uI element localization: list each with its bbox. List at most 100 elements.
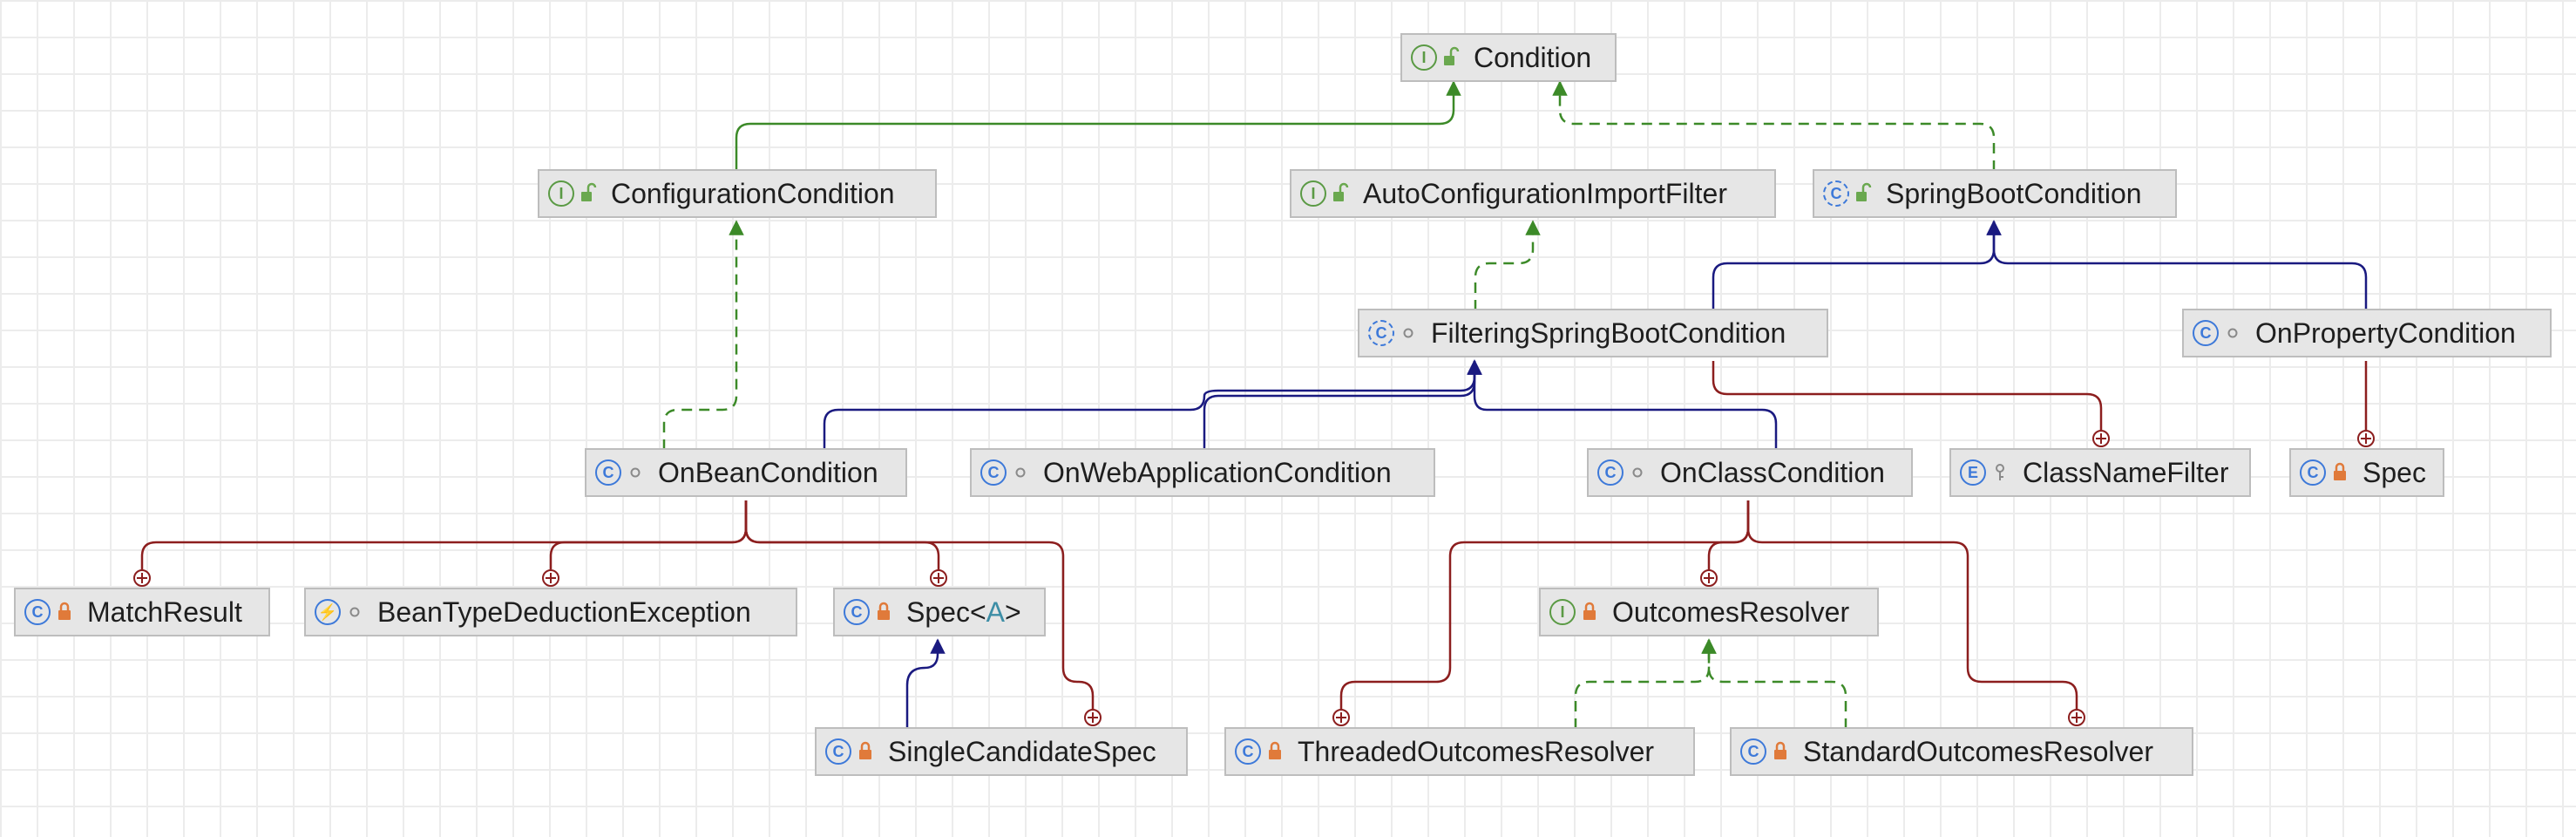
- node-spec[interactable]: C Spec: [2289, 448, 2444, 497]
- public-unlock-icon: [581, 182, 597, 201]
- class-icon: C: [2300, 459, 2326, 486]
- public-unlock-icon: [1333, 182, 1349, 201]
- inner-marker-classnamefilter: [2092, 430, 2110, 447]
- interface-icon: I: [548, 180, 574, 207]
- edge-singlecandidatespec-spec: [905, 638, 946, 729]
- edge-standardoutcomesresolver-outcomesresolver: [1701, 638, 1847, 729]
- node-label: StandardOutcomesResolver: [1803, 735, 2153, 767]
- public-unlock-icon: [1856, 182, 1872, 201]
- node-filtering-spring-boot-condition[interactable]: C FilteringSpringBootCondition: [1358, 309, 1828, 357]
- node-on-property-condition[interactable]: C OnPropertyCondition: [2182, 309, 2552, 357]
- enum-icon: E: [1960, 459, 1986, 486]
- node-condition[interactable]: I Condition: [1400, 33, 1617, 82]
- private-lock-icon: [1583, 602, 1596, 620]
- node-auto-configuration-import-filter[interactable]: I AutoConfigurationImportFilter: [1290, 169, 1776, 218]
- package-private-dot-icon: [1015, 467, 1026, 478]
- package-private-dot-icon: [1403, 328, 1413, 338]
- node-label: Spec: [2362, 456, 2426, 488]
- private-lock-icon: [1269, 741, 1281, 759]
- edge-outcomesresolver-onclasscondition: [1707, 500, 1750, 569]
- node-label: ConfigurationCondition: [611, 177, 895, 209]
- node-label: MatchResult: [87, 595, 242, 628]
- edge-threadedoutcomesresolver-onclasscondition: [1339, 500, 1750, 709]
- node-spring-boot-condition[interactable]: C SpringBootCondition: [1813, 169, 2177, 218]
- node-label: OnClassCondition: [1660, 456, 1885, 488]
- edge-matchresult-onbeancondition: [140, 500, 748, 569]
- inner-marker-matchresult: [133, 569, 151, 587]
- node-spec-generic[interactable]: C Spec<A>: [833, 588, 1046, 636]
- edge-onpropertycondition-springbootcondition: [1986, 220, 2368, 310]
- node-label: AutoConfigurationImportFilter: [1363, 177, 1727, 209]
- inner-marker-singlecandidatespec: [1084, 709, 1102, 726]
- node-configuration-condition[interactable]: I ConfigurationCondition: [538, 169, 937, 218]
- node-bean-type-deduction-exception[interactable]: ⚡ BeanTypeDeductionException: [304, 588, 797, 636]
- node-threaded-outcomes-resolver[interactable]: C ThreadedOutcomesResolver: [1224, 727, 1695, 776]
- interface-icon: I: [1300, 180, 1326, 207]
- class-icon: C: [595, 459, 621, 486]
- inner-marker-standardoutcomesresolver: [2068, 709, 2085, 726]
- inner-marker-outcomesresolver: [1700, 569, 1718, 587]
- edge-standardoutcomesresolver-onclasscondition: [1746, 500, 2078, 709]
- node-label: OnPropertyCondition: [2255, 316, 2516, 349]
- edge-onwebapplicationcondition-filtering: [1203, 359, 1482, 450]
- node-label: Condition: [1474, 41, 1592, 73]
- type-parameter: A: [986, 595, 1005, 628]
- abstract-class-icon: C: [1368, 320, 1394, 346]
- edge-springbootcondition-condition: [1552, 80, 1996, 171]
- node-label: FilteringSpringBootCondition: [1431, 316, 1786, 349]
- private-lock-icon: [1774, 741, 1786, 759]
- edge-configurationcondition-condition: [735, 80, 1461, 171]
- edge-onbeancondition-filtering: [823, 359, 1482, 450]
- package-private-dot-icon: [1632, 467, 1643, 478]
- node-standard-outcomes-resolver[interactable]: C StandardOutcomesResolver: [1730, 727, 2193, 776]
- edge-singlecandidatespec-onbeancondition: [744, 500, 1095, 709]
- node-on-bean-condition[interactable]: C OnBeanCondition: [585, 448, 907, 497]
- private-lock-icon: [2334, 462, 2346, 480]
- node-label: SpringBootCondition: [1886, 177, 2142, 209]
- class-icon: C: [1235, 738, 1261, 765]
- package-private-dot-icon: [2227, 328, 2238, 338]
- interface-icon: I: [1549, 599, 1576, 625]
- node-label: OnWebApplicationCondition: [1043, 456, 1392, 488]
- class-icon: C: [825, 738, 851, 765]
- node-outcomes-resolver[interactable]: I OutcomesResolver: [1539, 588, 1879, 636]
- inner-marker-specgeneric: [930, 569, 947, 587]
- node-label: SingleCandidateSpec: [888, 735, 1156, 767]
- node-single-candidate-spec[interactable]: C SingleCandidateSpec: [815, 727, 1188, 776]
- edge-classnamefilter-filtering: [1712, 361, 2103, 430]
- node-label: ClassNameFilter: [2023, 456, 2229, 488]
- class-icon: C: [1740, 738, 1766, 765]
- private-lock-icon: [859, 741, 871, 759]
- edge-beantypededuction-onbeancondition: [549, 500, 748, 569]
- private-lock-icon: [878, 602, 890, 620]
- node-label: Spec<A>: [906, 595, 1021, 628]
- node-class-name-filter[interactable]: E ClassNameFilter: [1949, 448, 2251, 497]
- edge-filtering-autoconfigurationimportfilter: [1474, 220, 1541, 310]
- package-private-dot-icon: [349, 607, 360, 617]
- exception-bolt-icon: ⚡: [315, 599, 341, 625]
- interface-icon: I: [1411, 44, 1437, 71]
- private-lock-icon: [58, 602, 71, 620]
- edge-onclasscondition-filtering: [1467, 359, 1778, 450]
- class-icon: C: [844, 599, 870, 625]
- class-icon: C: [1597, 459, 1624, 486]
- inner-marker-beantypededuction: [542, 569, 559, 587]
- public-unlock-icon: [1444, 46, 1460, 65]
- class-icon: C: [2193, 320, 2219, 346]
- abstract-class-icon: C: [1823, 180, 1849, 207]
- package-private-dot-icon: [630, 467, 641, 478]
- edge-filtering-springbootcondition: [1712, 220, 2002, 310]
- class-icon: C: [24, 599, 51, 625]
- node-label: ThreadedOutcomesResolver: [1298, 735, 1655, 767]
- inner-marker-threadedoutcomesresolver: [1332, 709, 1350, 726]
- node-on-class-condition[interactable]: C OnClassCondition: [1587, 448, 1913, 497]
- protected-key-icon: [1996, 464, 2004, 480]
- node-label: OnBeanCondition: [658, 456, 878, 488]
- node-match-result[interactable]: C MatchResult: [14, 588, 270, 636]
- node-on-web-application-condition[interactable]: C OnWebApplicationCondition: [970, 448, 1435, 497]
- edge-specgeneric-onbeancondition: [744, 500, 940, 569]
- node-label: BeanTypeDeductionException: [377, 595, 751, 628]
- class-icon: C: [980, 459, 1007, 486]
- edge-threadedoutcomesresolver-outcomesresolver: [1574, 638, 1717, 729]
